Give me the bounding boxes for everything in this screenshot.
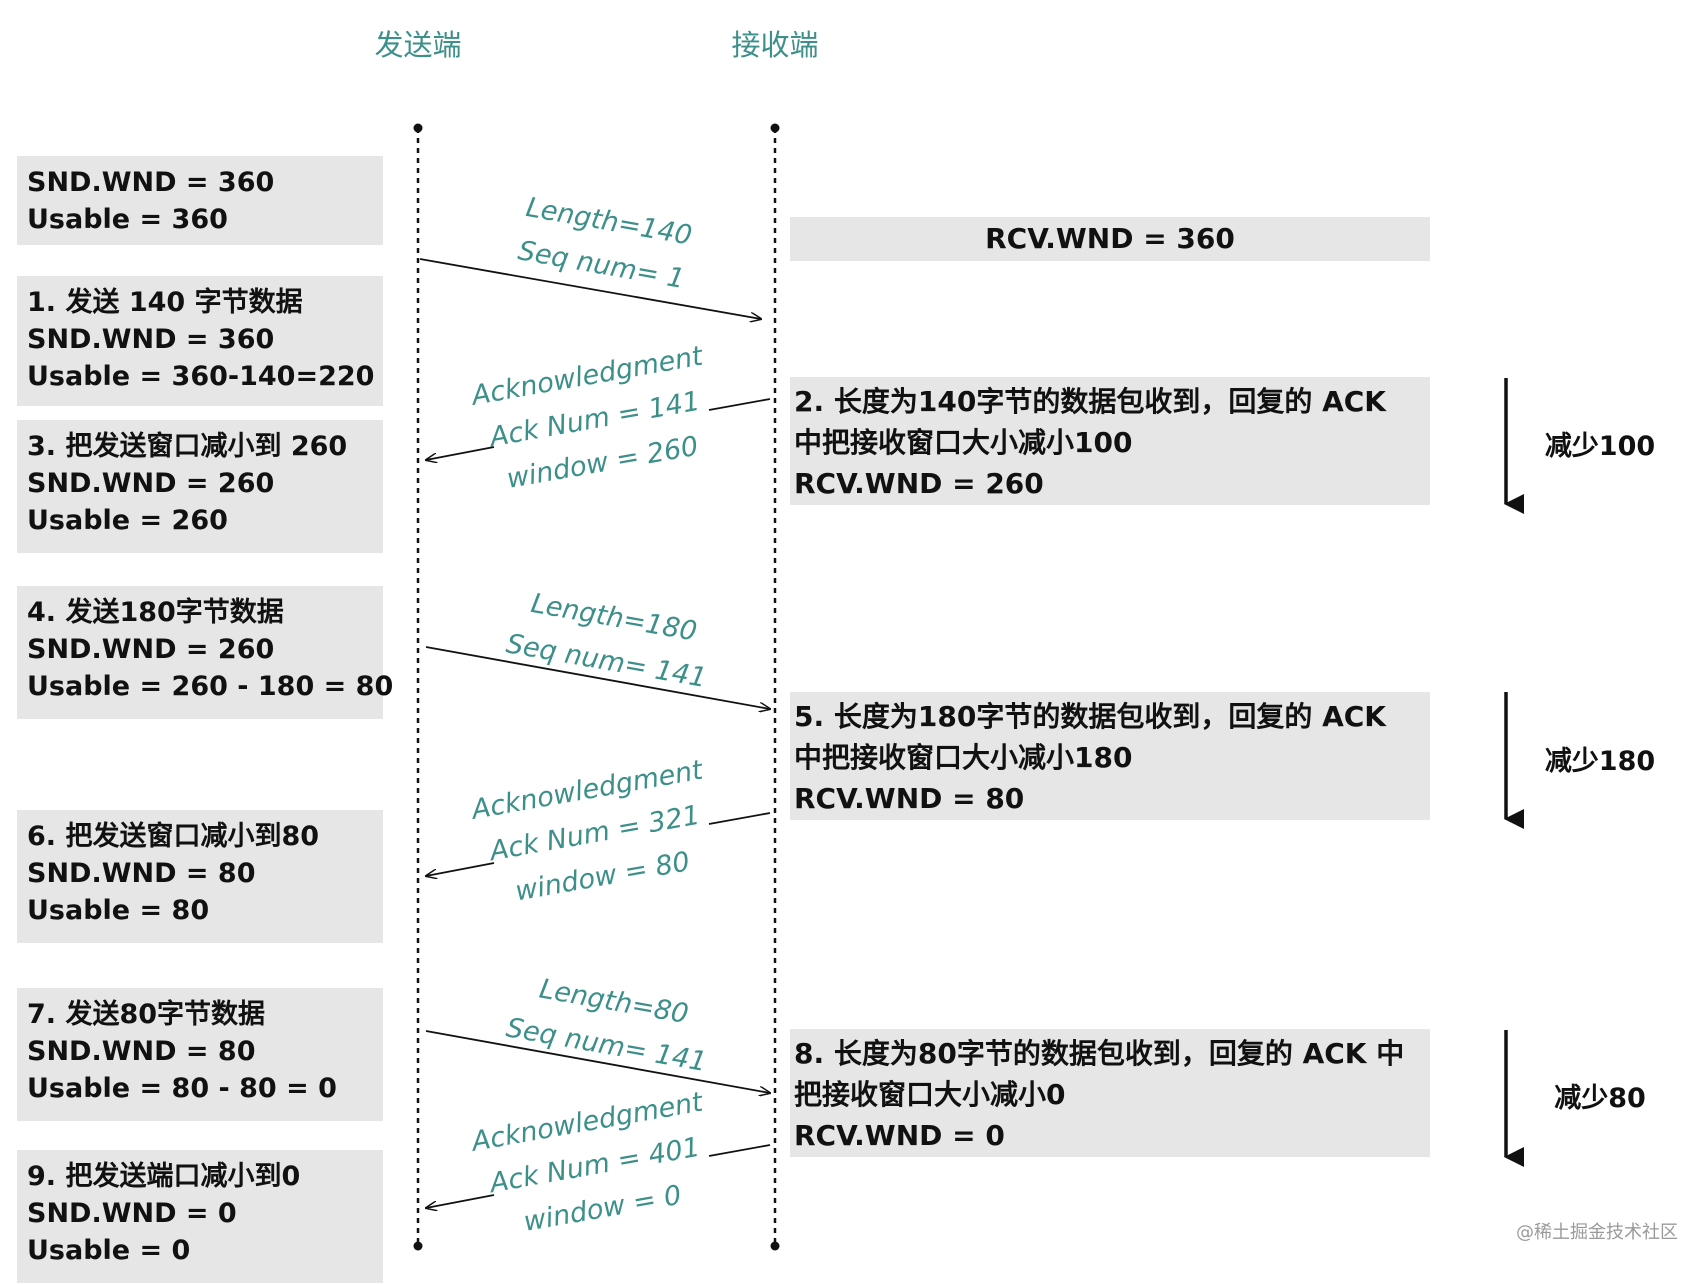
box-line: 3. 把发送窗口减小到 260 [27, 431, 348, 462]
receiver-box-step-8: 8. 长度为80字节的数据包收到，回复的 ACK 中 把接收窗口大小减小0 RC… [790, 1029, 1430, 1157]
box-line: Usable = 80 - 80 = 0 [27, 1073, 337, 1104]
sender-box-step-9: 9. 把发送端口减小到0 SND.WND = 0 Usable = 0 [17, 1150, 383, 1283]
reduction-label-2: 减少180 [1544, 746, 1656, 777]
box-line: 9. 把发送端口减小到0 [27, 1161, 301, 1192]
box-line: Usable = 80 [27, 895, 210, 926]
ack-arrow-3-head [426, 1194, 495, 1208]
sender-lifeline-bottom-dot [413, 1241, 423, 1251]
sender-box-step-6: 6. 把发送窗口减小到80 SND.WND = 80 Usable = 80 [17, 810, 383, 943]
box-line: 中把接收窗口大小减小180 [794, 741, 1133, 774]
box-line: SND.WND = 260 [27, 634, 275, 665]
send-arrow-1 [419, 258, 761, 319]
watermark: @稀土掘金技术社区 [1516, 1222, 1678, 1243]
receiver-lifeline-bottom-dot [770, 1241, 780, 1251]
box-line: 4. 发送180字节数据 [27, 597, 284, 628]
ack-arrow-2-tail [708, 812, 771, 825]
box-line: SND.WND = 80 [27, 1036, 256, 1067]
sender-lifeline-top-dot [413, 123, 423, 133]
box-line: 2. 长度为140字节的数据包收到，回复的 ACK [794, 385, 1386, 418]
box-line: 把接收窗口大小减小0 [794, 1078, 1066, 1111]
ack-arrow-3-tail [708, 1144, 771, 1157]
sender-box-step-1: 1. 发送 140 字节数据 SND.WND = 360 Usable = 36… [17, 276, 383, 406]
box-line: 中把接收窗口大小减小100 [794, 426, 1133, 459]
sender-box-step-3: 3. 把发送窗口减小到 260 SND.WND = 260 Usable = 2… [17, 420, 383, 553]
sender-header: 发送端 [374, 28, 462, 62]
box-line: 8. 长度为80字节的数据包收到，回复的 ACK 中 [794, 1037, 1405, 1070]
box-line: Usable = 0 [27, 1235, 191, 1266]
sender-box-step-7: 7. 发送80字节数据 SND.WND = 80 Usable = 80 - 8… [17, 988, 383, 1121]
box-line: Usable = 360-140=220 [27, 361, 375, 392]
receiver-box-step-2: 2. 长度为140字节的数据包收到，回复的 ACK 中把接收窗口大小减小100 … [790, 377, 1430, 505]
box-line: SND.WND = 360 [27, 167, 275, 198]
box-line: SND.WND = 80 [27, 858, 256, 889]
box-line: Usable = 260 [27, 505, 228, 536]
box-line: RCV.WND = 0 [794, 1119, 1005, 1152]
send-arrow-2 [425, 646, 770, 709]
receiver-lifeline-top-dot [770, 123, 780, 133]
receiver-box-initial: RCV.WND = 360 [790, 217, 1430, 261]
box-line: Usable = 260 - 180 = 80 [27, 671, 394, 702]
box-line: 5. 长度为180字节的数据包收到，回复的 ACK [794, 700, 1386, 733]
receiver-box-step-5: 5. 长度为180字节的数据包收到，回复的 ACK 中把接收窗口大小减小180 … [790, 692, 1430, 820]
send-arrow-3 [425, 1030, 770, 1093]
box-line: 7. 发送80字节数据 [27, 999, 266, 1030]
box-line: RCV.WND = 360 [985, 222, 1235, 255]
box-line: RCV.WND = 80 [794, 782, 1025, 815]
reduction-label-3: 减少80 [1554, 1083, 1646, 1114]
box-line: Usable = 360 [27, 204, 228, 235]
ack-arrow-1-tail [708, 398, 771, 411]
reduction-label-1: 减少100 [1544, 431, 1656, 462]
box-line: SND.WND = 360 [27, 324, 275, 355]
box-line: SND.WND = 0 [27, 1198, 237, 1229]
box-line: SND.WND = 260 [27, 468, 275, 499]
sender-box-initial: SND.WND = 360 Usable = 360 [17, 156, 383, 245]
sender-box-step-4: 4. 发送180字节数据 SND.WND = 260 Usable = 260 … [17, 586, 394, 719]
receiver-header: 接收端 [731, 28, 819, 62]
box-line: 6. 把发送窗口减小到80 [27, 821, 320, 852]
box-line: 1. 发送 140 字节数据 [27, 287, 303, 318]
ack-arrow-1-head [426, 446, 495, 460]
ack-arrow-2-head [426, 862, 495, 876]
box-line: RCV.WND = 260 [794, 467, 1044, 500]
